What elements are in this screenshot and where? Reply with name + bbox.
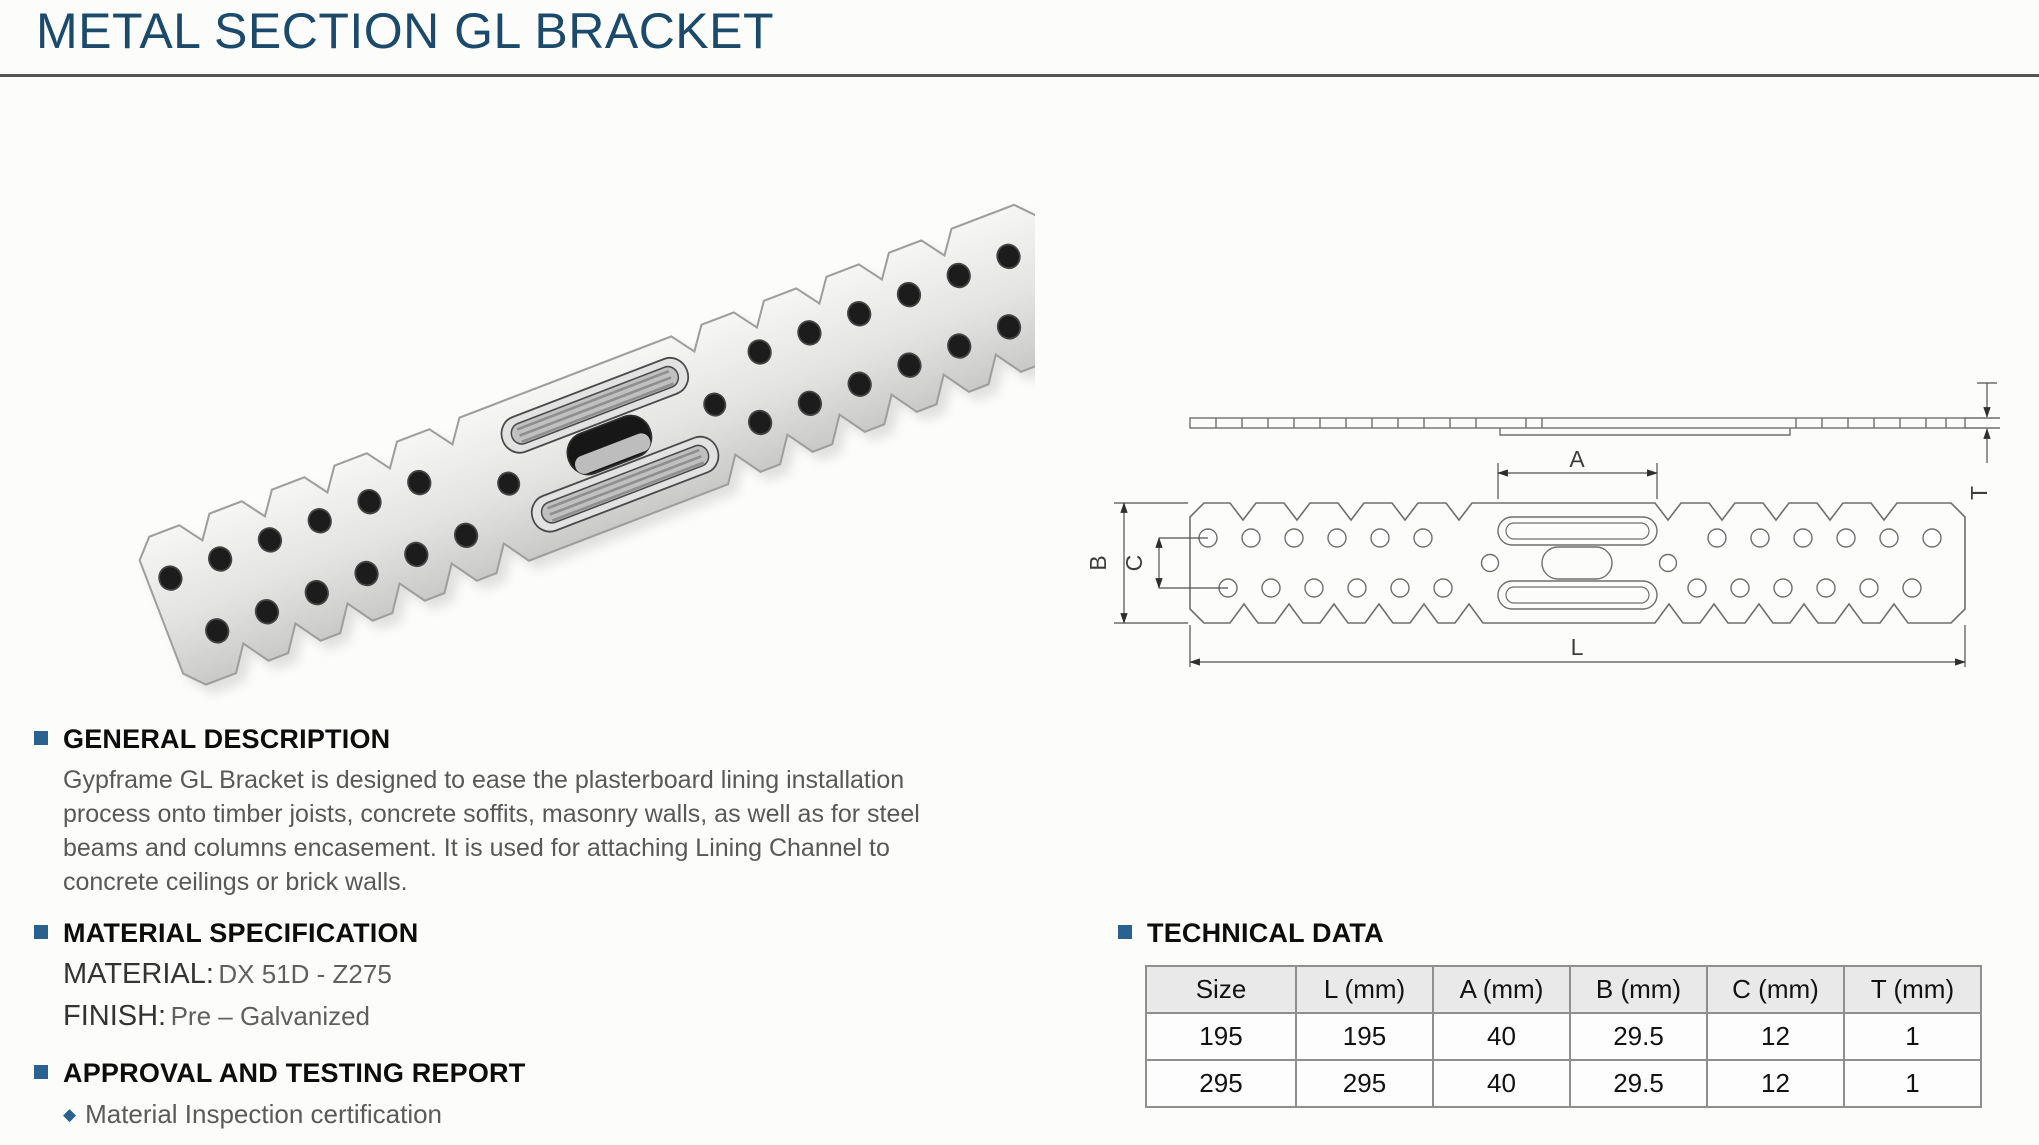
- dimension-a-label: A: [1569, 446, 1585, 472]
- material-specification-heading: MATERIAL SPECIFICATION: [63, 918, 419, 948]
- finish-row: FINISH: Pre – Galvanized: [63, 1000, 418, 1033]
- bracket-technical-drawing: T A B C: [1080, 295, 2039, 700]
- center-slot-highlight: [575, 433, 651, 474]
- cell-t: 1: [1843, 1059, 1982, 1108]
- body-line: Gypframe GL Bracket is designed to ease …: [63, 766, 905, 794]
- col-header-c: C (mm): [1706, 965, 1845, 1014]
- slot-rib-texture: [516, 370, 705, 522]
- dimension-b: B: [1085, 502, 1188, 624]
- section-general-description: GENERAL DESCRIPTION Gypframe GL Bracket …: [34, 724, 920, 899]
- cell-b: 29.5: [1569, 1059, 1708, 1108]
- page-title: METAL SECTION GL BRACKET: [36, 3, 775, 59]
- square-bullet-icon: [34, 1065, 48, 1079]
- side-view-emboss: [1499, 428, 1791, 436]
- cell-c: 12: [1706, 1059, 1845, 1108]
- title-divider: [0, 74, 2039, 77]
- dimension-l-label: L: [1571, 634, 1584, 660]
- square-bullet-icon: [1118, 925, 1132, 939]
- table-row: 295 295 40 29.5 12 1: [1145, 1059, 1982, 1108]
- cell-size: 295: [1145, 1059, 1297, 1108]
- side-view: [1189, 417, 1966, 436]
- bracket-photo: [55, 100, 1096, 725]
- cell-l: 295: [1295, 1059, 1434, 1108]
- table-header-row: Size L (mm) A (mm) B (mm) C (mm) T (mm): [1145, 965, 1982, 1014]
- col-header-size: Size: [1145, 965, 1297, 1014]
- section-material-specification: MATERIAL SPECIFICATION MATERIAL: DX 51D …: [34, 918, 418, 1033]
- square-bullet-icon: [34, 731, 48, 745]
- body-line: process onto timber joists, concrete sof…: [63, 800, 920, 828]
- technical-drawing-svg: T A B C: [1085, 382, 2000, 667]
- material-value: DX 51D - Z275: [218, 959, 392, 989]
- square-bullet-icon: [34, 925, 48, 939]
- material-row: MATERIAL: DX 51D - Z275: [63, 958, 418, 991]
- diamond-bullet-icon: ◆: [63, 1105, 77, 1124]
- col-header-l: L (mm): [1295, 965, 1434, 1014]
- cell-a: 40: [1432, 1059, 1571, 1108]
- cell-c: 12: [1706, 1012, 1845, 1061]
- general-description-heading: GENERAL DESCRIPTION: [63, 724, 391, 754]
- dimension-b-label: B: [1085, 555, 1111, 570]
- dimension-c-label: C: [1121, 555, 1147, 572]
- cell-b: 29.5: [1569, 1012, 1708, 1061]
- body-line: beams and columns encasement. It is used…: [63, 834, 890, 862]
- col-header-a: A (mm): [1432, 965, 1571, 1014]
- finish-value: Pre – Galvanized: [170, 1001, 371, 1031]
- section-approval-testing: APPROVAL AND TESTING REPORT ◆ Material I…: [34, 1058, 525, 1130]
- general-description-body: Gypframe GL Bracket is designed to ease …: [63, 763, 920, 899]
- finish-label: FINISH:: [63, 1000, 167, 1032]
- cell-a: 40: [1432, 1012, 1571, 1061]
- material-label: MATERIAL:: [63, 958, 214, 990]
- bracket-photo-svg: [131, 197, 1096, 700]
- dimension-a: A: [1497, 446, 1658, 499]
- dimension-t-label: T: [1966, 486, 1992, 500]
- table-row: 195 195 40 29.5 12 1: [1145, 1012, 1982, 1061]
- bracket-photo-body: [131, 197, 1088, 692]
- cell-size: 195: [1145, 1012, 1297, 1061]
- cell-l: 195: [1295, 1012, 1434, 1061]
- certification-text: Material Inspection certification: [85, 1099, 443, 1129]
- technical-data-table: Size L (mm) A (mm) B (mm) C (mm) T (mm) …: [1145, 965, 1982, 1108]
- approval-testing-heading: APPROVAL AND TESTING REPORT: [63, 1058, 526, 1088]
- body-line: concrete ceilings or brick walls.: [63, 868, 408, 896]
- cell-t: 1: [1843, 1012, 1982, 1061]
- dimension-c: C: [1121, 537, 1228, 589]
- col-header-b: B (mm): [1569, 965, 1708, 1014]
- col-header-t: T (mm): [1843, 965, 1982, 1014]
- section-technical-data: TECHNICAL DATA Size L (mm) A (mm) B (mm)…: [1118, 918, 1982, 1108]
- dimension-l: L: [1189, 625, 1966, 667]
- technical-data-heading: TECHNICAL DATA: [1147, 918, 1384, 948]
- plan-view: [1189, 502, 1966, 624]
- dimension-t: T: [1965, 382, 2000, 500]
- certification-item: ◆ Material Inspection certification: [63, 1099, 525, 1130]
